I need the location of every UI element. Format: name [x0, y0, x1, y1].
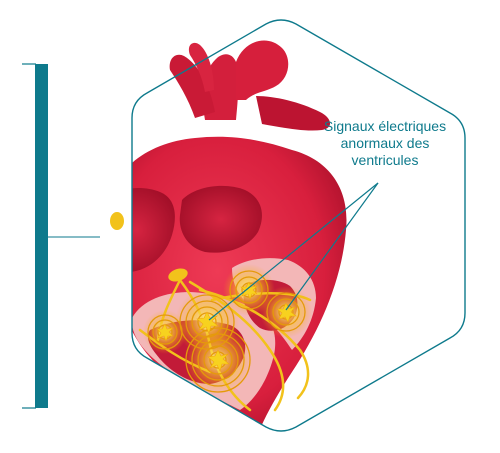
callout-label: Signaux électriques anormaux des ventric… [300, 118, 470, 169]
callout-line-2: anormaux des [300, 135, 470, 152]
vertical-bar [35, 64, 48, 408]
sinoatrial-node [110, 212, 124, 230]
callout-line-1: Signaux électriques [300, 118, 470, 135]
callout-line-3: ventricules [300, 152, 470, 169]
left-bracket [22, 64, 100, 408]
heart-illustration [98, 40, 347, 435]
